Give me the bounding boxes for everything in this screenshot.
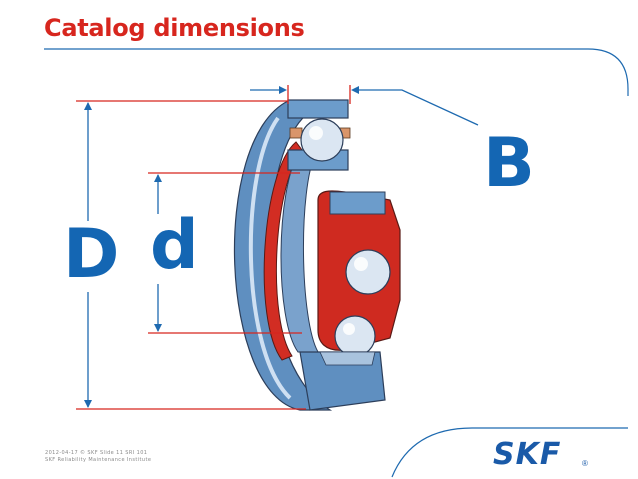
bore-diameter-arrowhead-bottom	[154, 324, 162, 332]
footer-line-2: SKF Reliability Maintenance Institute	[45, 457, 152, 463]
top-frame-line	[44, 48, 629, 96]
ball-top-shine	[309, 126, 323, 140]
ball-middle-shine	[354, 257, 368, 271]
cage-band-left	[263, 141, 303, 361]
width-label: B	[483, 124, 535, 203]
skf-logo: SKF	[493, 437, 562, 472]
width-arrowhead-left	[279, 86, 287, 94]
footer-line-1: 2012-04-17 © SKF Slide 11 SRI 101	[45, 450, 148, 456]
footer: 2012-04-17 © SKF Slide 11 SRI 101 SKF Re…	[45, 450, 151, 464]
slide-title: Catalog dimensions	[44, 14, 305, 42]
width-arrowhead-right	[351, 86, 359, 94]
inner-ring-right-top	[329, 191, 386, 215]
ball-bottom-shine	[343, 323, 355, 335]
bottom-frame-line	[391, 427, 628, 478]
outer-diameter-label: D	[63, 215, 120, 294]
outer-ring-top-section	[287, 99, 349, 119]
outer-ring-highlight	[248, 116, 292, 400]
inner-ring-bottom	[319, 351, 376, 366]
registered-mark: ®	[582, 459, 588, 468]
width-leader-line	[358, 89, 479, 126]
bore-diameter-arrowhead-top	[154, 174, 162, 182]
bore-diameter-label: d	[150, 206, 199, 285]
outer-diameter-arrowhead-top	[84, 102, 92, 110]
outer-diameter-arrowhead-bottom	[84, 400, 92, 408]
